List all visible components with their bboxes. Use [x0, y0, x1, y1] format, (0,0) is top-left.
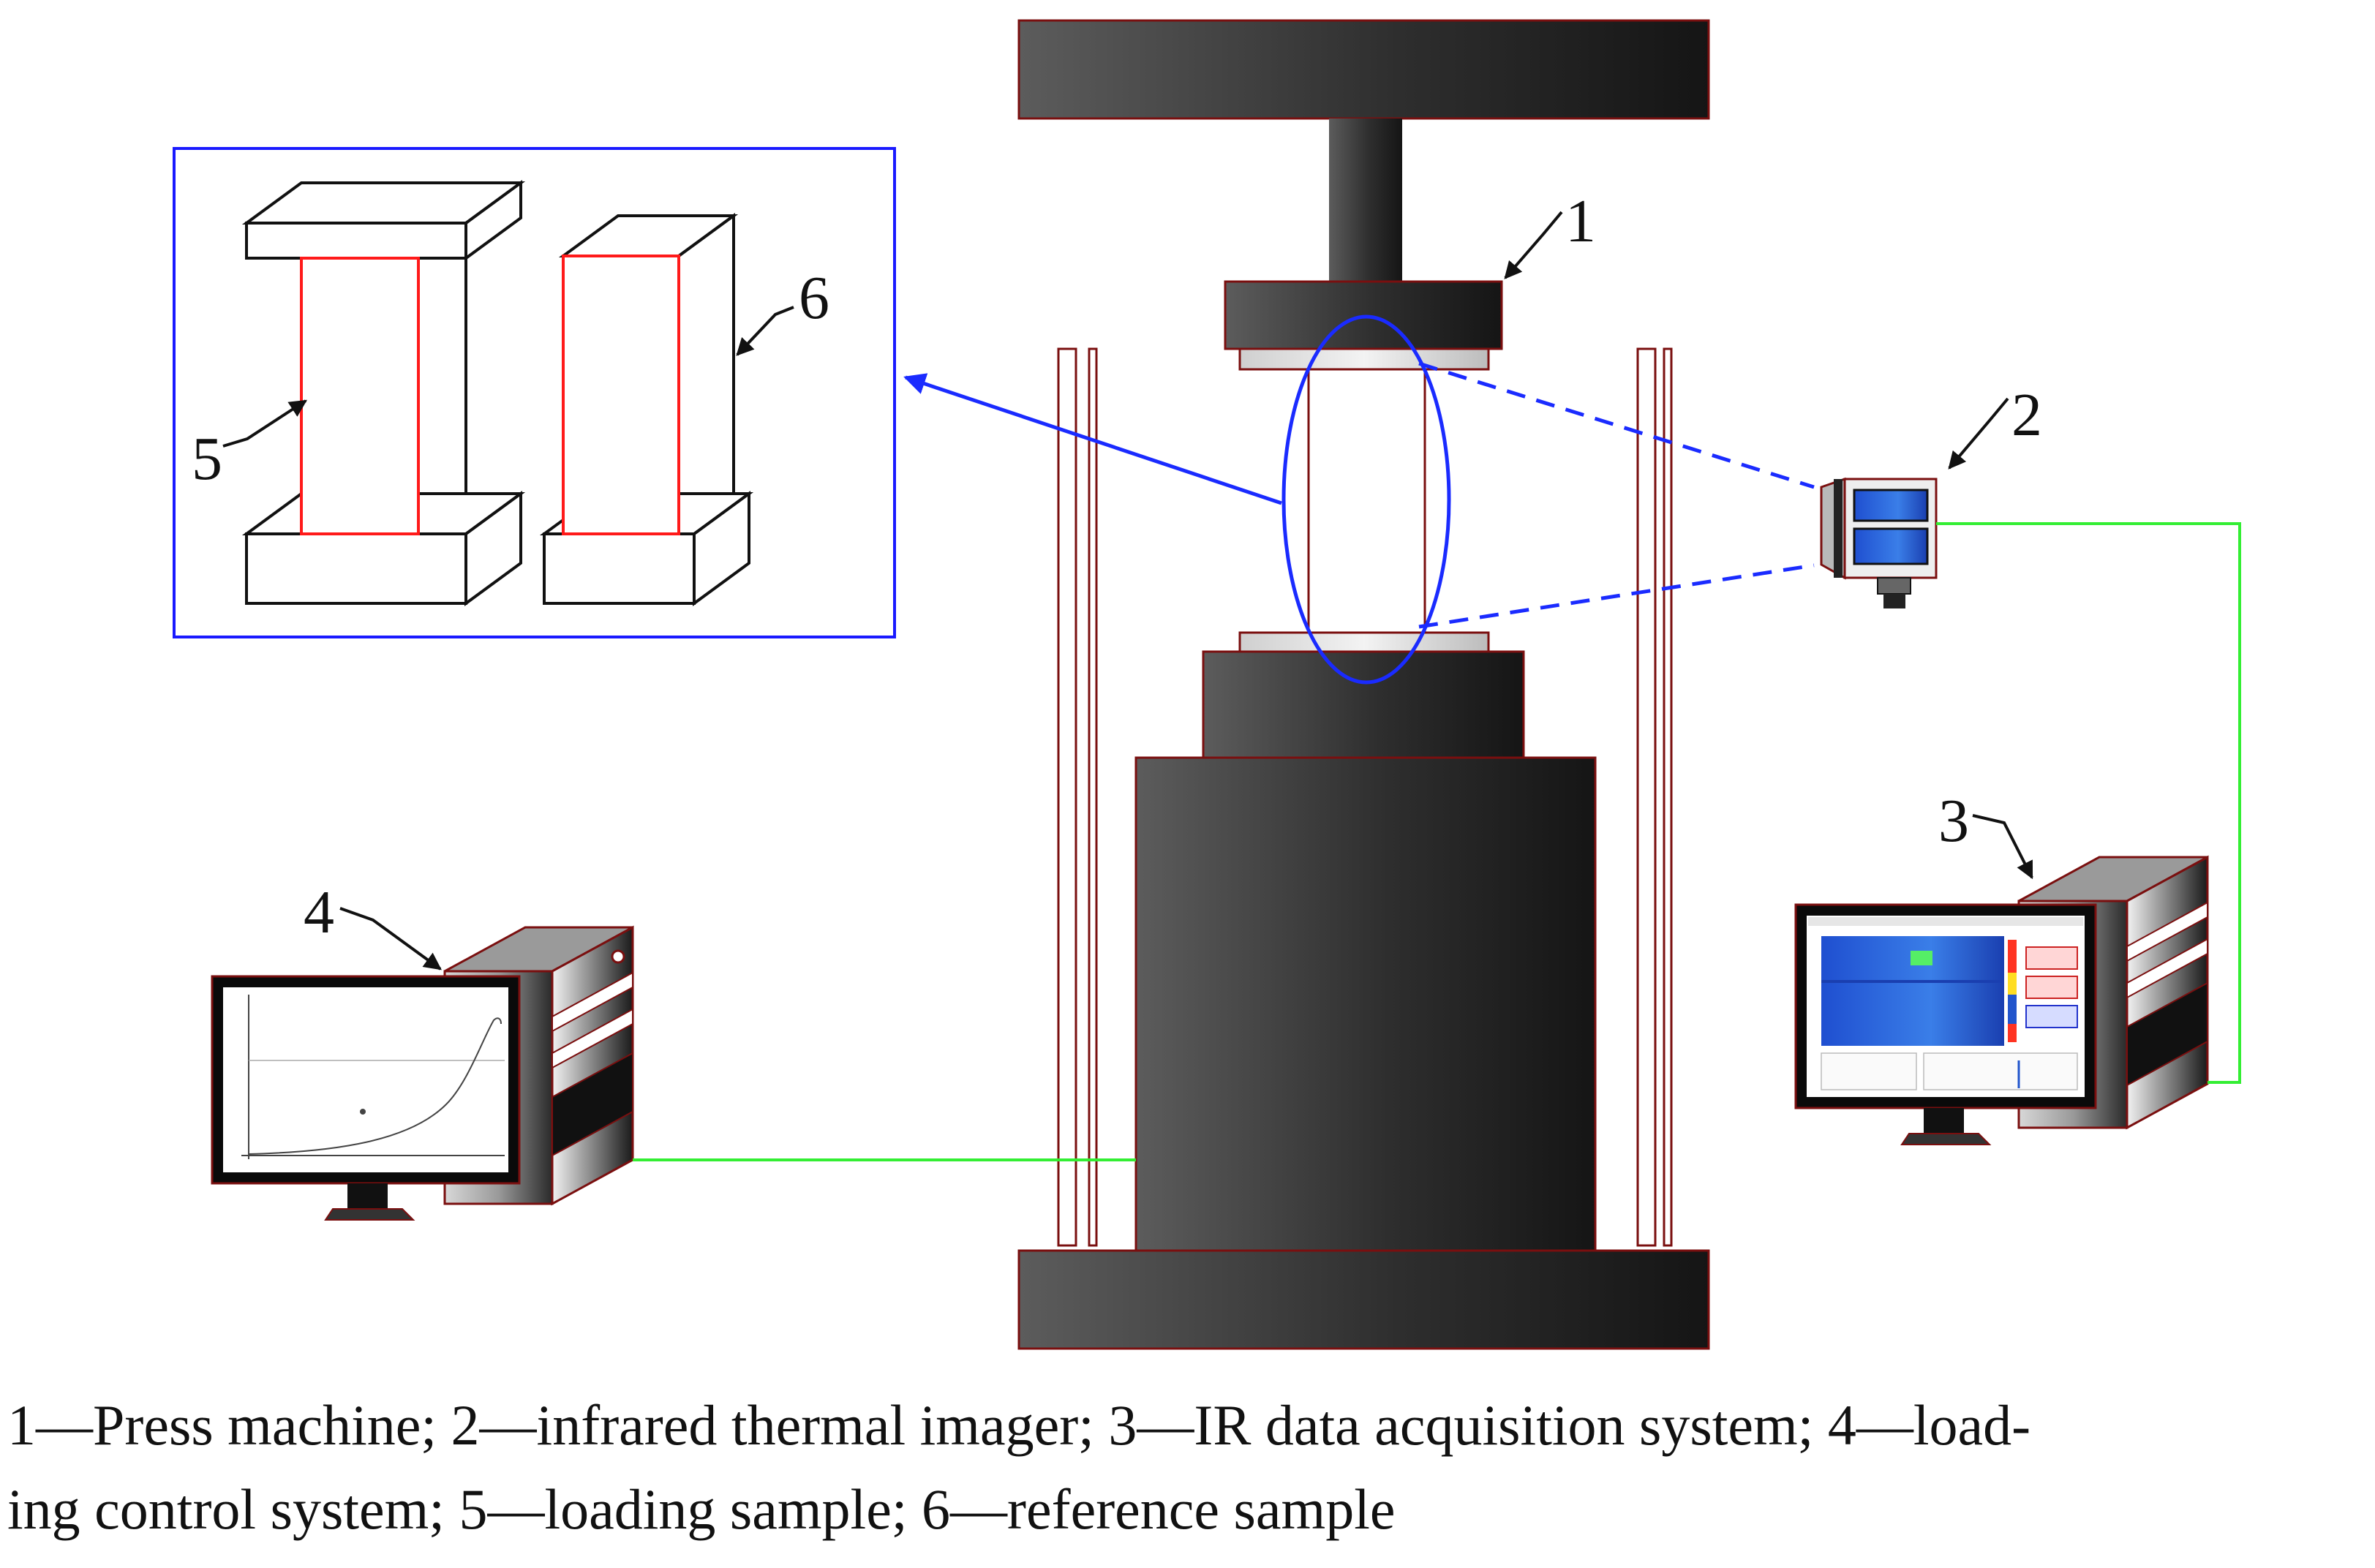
specimen	[1307, 368, 1426, 634]
label-ir-imager: 2	[2011, 381, 2042, 449]
ir-software-view	[1808, 917, 2083, 1090]
press-columns	[1057, 347, 1673, 1247]
upper-loading-plate	[1238, 347, 1490, 371]
label-ir-acquisition: 3	[1938, 787, 1969, 855]
imager-field-of-view	[1418, 361, 1815, 629]
reference-sample-face	[562, 255, 680, 535]
press-body	[1134, 756, 1597, 1252]
observation-zone-ellipse	[1281, 314, 1451, 685]
press-stem	[1329, 118, 1402, 283]
loading-control-computer	[211, 925, 634, 1221]
press-base	[1017, 1249, 1710, 1350]
label-reference-sample: 6	[799, 264, 829, 332]
load-curve	[241, 995, 505, 1159]
label-loading-control: 4	[304, 878, 334, 946]
figure-caption-line-1: 1—Press machine; 2—infrared thermal imag…	[7, 1393, 2031, 1457]
ir-acquisition-computer	[1794, 855, 2209, 1145]
label-press-machine: 1	[1565, 187, 1596, 255]
press-machine	[1017, 19, 1710, 1350]
label-loading-sample: 5	[192, 425, 222, 493]
experimental-setup-diagram: 1 2 3 4 5 6	[173, 19, 2241, 1350]
sample-inset	[173, 147, 896, 638]
zoom-arrow	[903, 373, 1282, 505]
lower-loading-plate	[1238, 631, 1490, 653]
press-lower-platen	[1202, 650, 1525, 759]
callouts	[222, 211, 2033, 970]
loading-sample-face	[300, 257, 420, 535]
infrared-camera-icon	[1820, 477, 1938, 608]
monitor-screen	[223, 987, 508, 1172]
press-top-beam	[1017, 19, 1710, 120]
figure-caption-line-2: ing control system; 5—loading sample; 6—…	[7, 1477, 1396, 1541]
loading-sample-drawing	[241, 180, 526, 606]
signal-cables	[633, 522, 2241, 1161]
